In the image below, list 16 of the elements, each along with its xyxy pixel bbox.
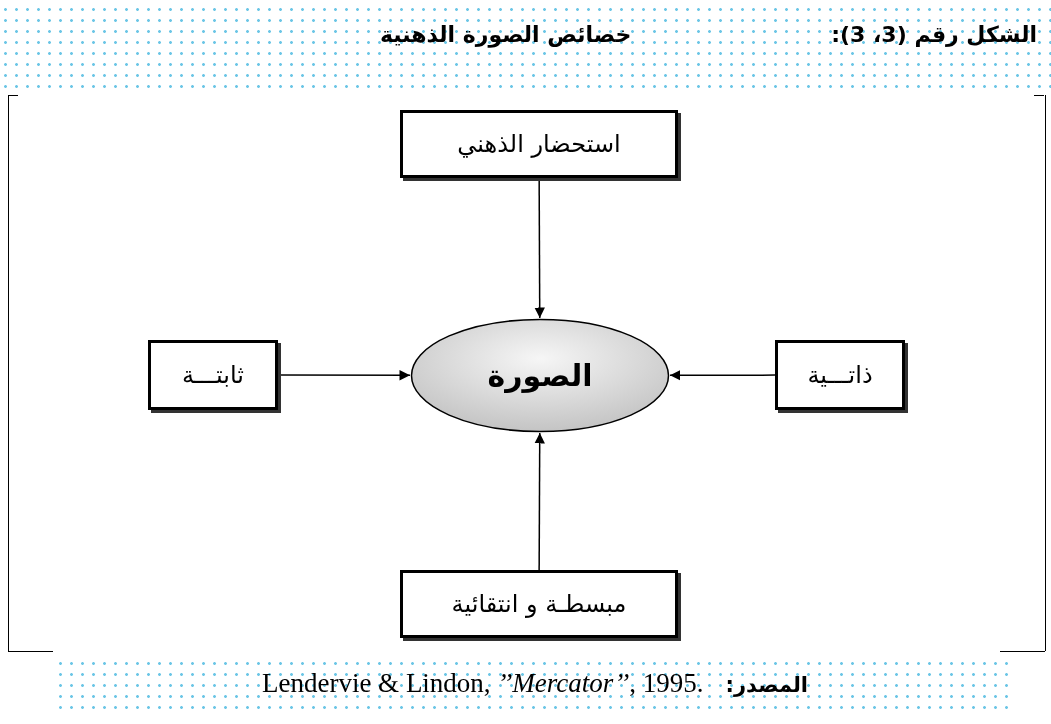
arrow <box>534 432 545 571</box>
node-label: مبسطـة و انتقائية <box>451 590 627 618</box>
node-label: الصورة <box>487 358 593 393</box>
arrow <box>669 370 776 381</box>
ellipse-node <box>410 318 670 433</box>
diagram-title: خصائص الصورة الذهنية <box>380 22 632 47</box>
source-label: المصدر: <box>725 673 809 697</box>
process-box <box>775 340 905 410</box>
figure-number: الشكل رقم (3، 3): <box>831 22 1037 47</box>
source-caption: Lendervie & Lindon, ’’Mercator’’, 1995. <box>261 668 704 699</box>
process-box <box>400 110 678 178</box>
node-label: استحضار الذهني <box>457 130 621 158</box>
node-label: ذاتـــية <box>807 361 873 389</box>
process-box <box>400 570 678 638</box>
node-label: ثابتـــة <box>182 361 244 389</box>
process-box <box>148 340 278 410</box>
